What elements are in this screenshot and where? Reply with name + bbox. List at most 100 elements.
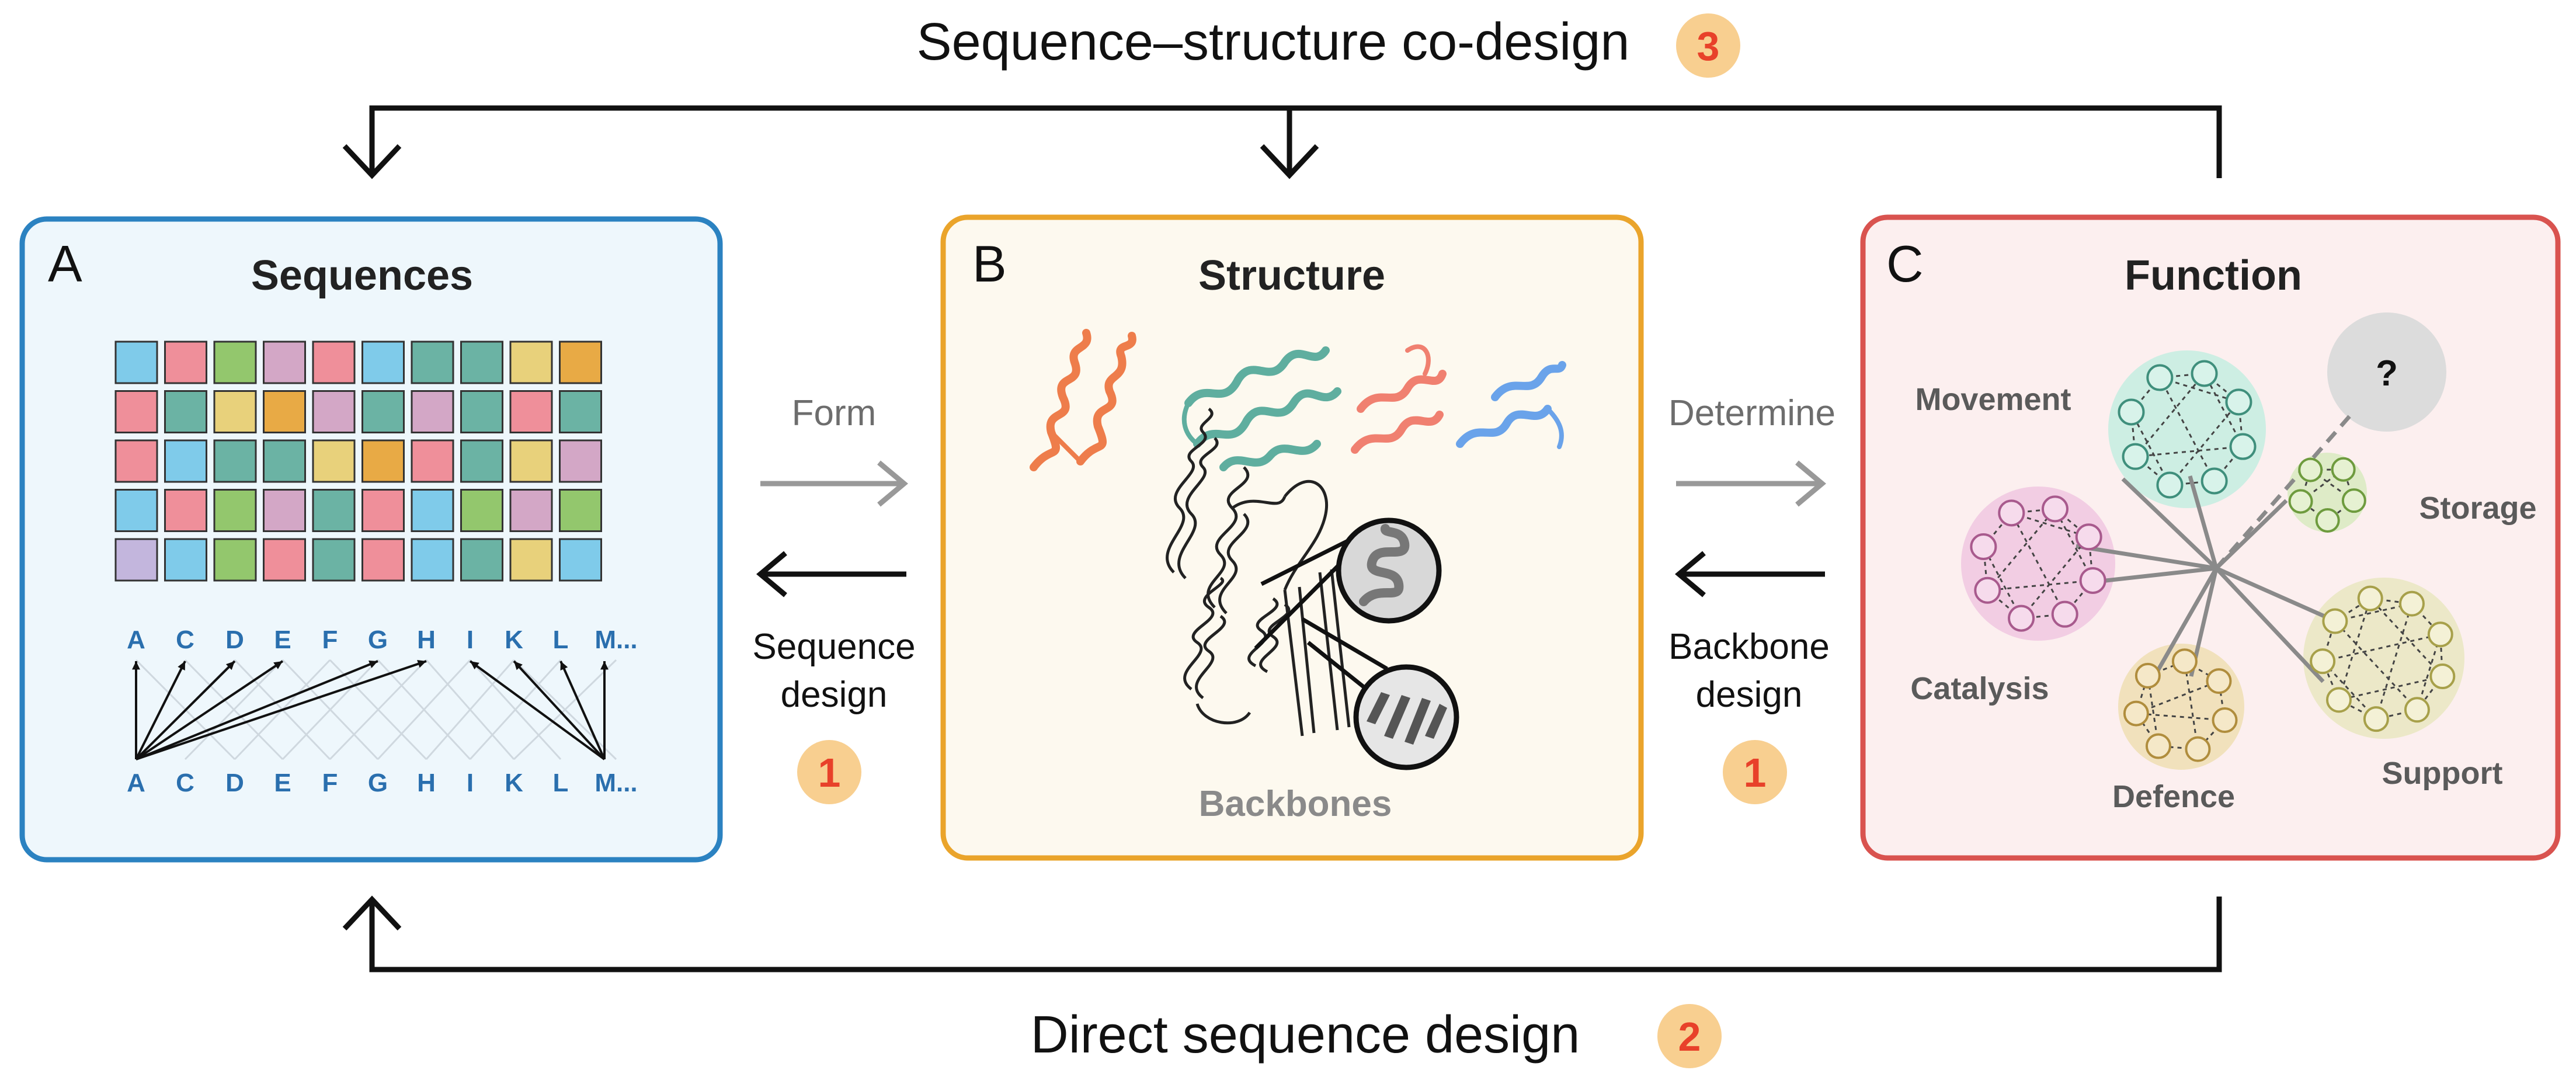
coevolution-arrow <box>513 660 606 760</box>
defence-label: Defence <box>2112 779 2235 814</box>
sequence-design-badge: 1 <box>797 740 861 804</box>
sequence-cell <box>213 538 257 582</box>
sequence-cell <box>460 439 503 483</box>
residue-bottom-label: I <box>467 769 474 797</box>
network-edge <box>2169 401 2240 486</box>
sequence-cell <box>114 538 158 582</box>
sequence-cell <box>263 489 306 532</box>
function-hub-spokes <box>2076 410 2355 683</box>
network-edge <box>2135 446 2243 458</box>
faint-link <box>377 659 471 760</box>
network-edge <box>2020 536 2090 619</box>
direct-design-badge-number: 2 <box>1678 1014 1701 1059</box>
network-node <box>2341 488 2366 513</box>
residue-top-label: G <box>368 626 388 654</box>
residue-bottom-label: F <box>322 769 338 797</box>
sequence-cell <box>213 390 257 433</box>
network-edge <box>2010 512 2066 615</box>
sequence-cell <box>164 390 207 433</box>
network-edge <box>2159 377 2239 403</box>
residue-top-label: C <box>176 626 194 654</box>
network-node <box>1998 499 2025 527</box>
coevolution-arrowhead <box>369 660 378 668</box>
network-edge <box>2416 634 2442 710</box>
network-node <box>2206 668 2232 694</box>
network-edge <box>2338 675 2443 701</box>
network-edge <box>2054 508 2094 581</box>
sequence-cell <box>509 390 553 433</box>
network-node <box>2325 687 2352 713</box>
network-node <box>2288 489 2313 514</box>
sequence-cell <box>114 439 158 483</box>
network-edge <box>2159 377 2215 482</box>
panel-c-letter: C <box>1886 235 1924 293</box>
network-node <box>2171 648 2198 675</box>
network-node <box>2123 700 2149 727</box>
support-label: Support <box>2382 756 2503 791</box>
backbone-design-badge-number: 1 <box>1744 750 1767 795</box>
coevolution-arrow <box>469 660 606 760</box>
residue-bottom-label: G <box>368 769 388 797</box>
sequence-cell <box>312 538 356 582</box>
backbone-design-label-2: design <box>1696 675 1803 715</box>
sequence-cell <box>509 538 553 582</box>
coevolution-arrow <box>135 661 186 760</box>
sequence-cell <box>312 341 356 384</box>
network-edge <box>1987 508 2056 591</box>
sequence-cell <box>559 341 602 384</box>
faint-link <box>281 659 379 760</box>
coevolution-arrowhead <box>600 661 609 670</box>
sequence-cell <box>263 341 306 384</box>
coevolution-arrowhead <box>417 660 426 668</box>
network-node <box>2041 495 2069 523</box>
network-node <box>2156 471 2184 499</box>
coevolution-arrow <box>559 661 606 760</box>
residue-bottom-label: M... <box>595 769 637 797</box>
network-edge <box>2135 373 2205 457</box>
network-node <box>2315 508 2340 533</box>
panel-function: C Function ? Movement <box>1860 214 2561 861</box>
network-node <box>2145 733 2171 759</box>
protein-blue-icon <box>1456 361 1566 449</box>
network-edge <box>2203 373 2244 447</box>
form-arrow <box>760 460 909 507</box>
network-node <box>2135 662 2161 689</box>
backbones-label: Backbones <box>1199 784 1392 824</box>
determine-label: Determine <box>1668 393 1835 433</box>
network-node <box>1974 576 2001 604</box>
sequence-color-grid <box>114 341 602 582</box>
network-node <box>2357 585 2383 612</box>
sequence-cell <box>114 341 158 384</box>
residue-top-label: A <box>127 626 145 654</box>
network-node <box>2322 608 2348 634</box>
coevolution-arrow <box>135 660 427 760</box>
storage-network <box>2288 457 2366 533</box>
sequence-cell <box>164 341 207 384</box>
sequence-cell <box>263 538 306 582</box>
defence-network <box>2123 648 2238 762</box>
sequence-cell <box>164 439 207 483</box>
network-node <box>2298 457 2323 482</box>
sequence-design-label-1: Sequence <box>752 627 915 667</box>
coevolution-arrowhead <box>470 661 479 670</box>
sequence-cell <box>411 341 454 384</box>
network-node <box>2229 433 2257 460</box>
network-node <box>2075 523 2102 551</box>
panel-a-title: Sequences <box>251 252 473 299</box>
sequence-cell <box>164 538 207 582</box>
sequence-cell <box>213 439 257 483</box>
sequence-coevolution-links <box>132 659 617 760</box>
residue-bottom-label: K <box>505 769 523 797</box>
sequence-cell <box>509 341 553 384</box>
faint-link <box>329 659 427 760</box>
network-node <box>2225 388 2252 416</box>
network-node <box>2331 457 2356 482</box>
network-node <box>2404 697 2430 723</box>
faint-link <box>469 659 562 760</box>
coevolution-arrow <box>135 660 284 760</box>
network-edge <box>2011 512 2090 538</box>
sequence-design-arrow <box>756 551 906 597</box>
sequence-cell <box>460 489 503 532</box>
codesign-title: Sequence–structure co-design <box>917 13 1630 71</box>
